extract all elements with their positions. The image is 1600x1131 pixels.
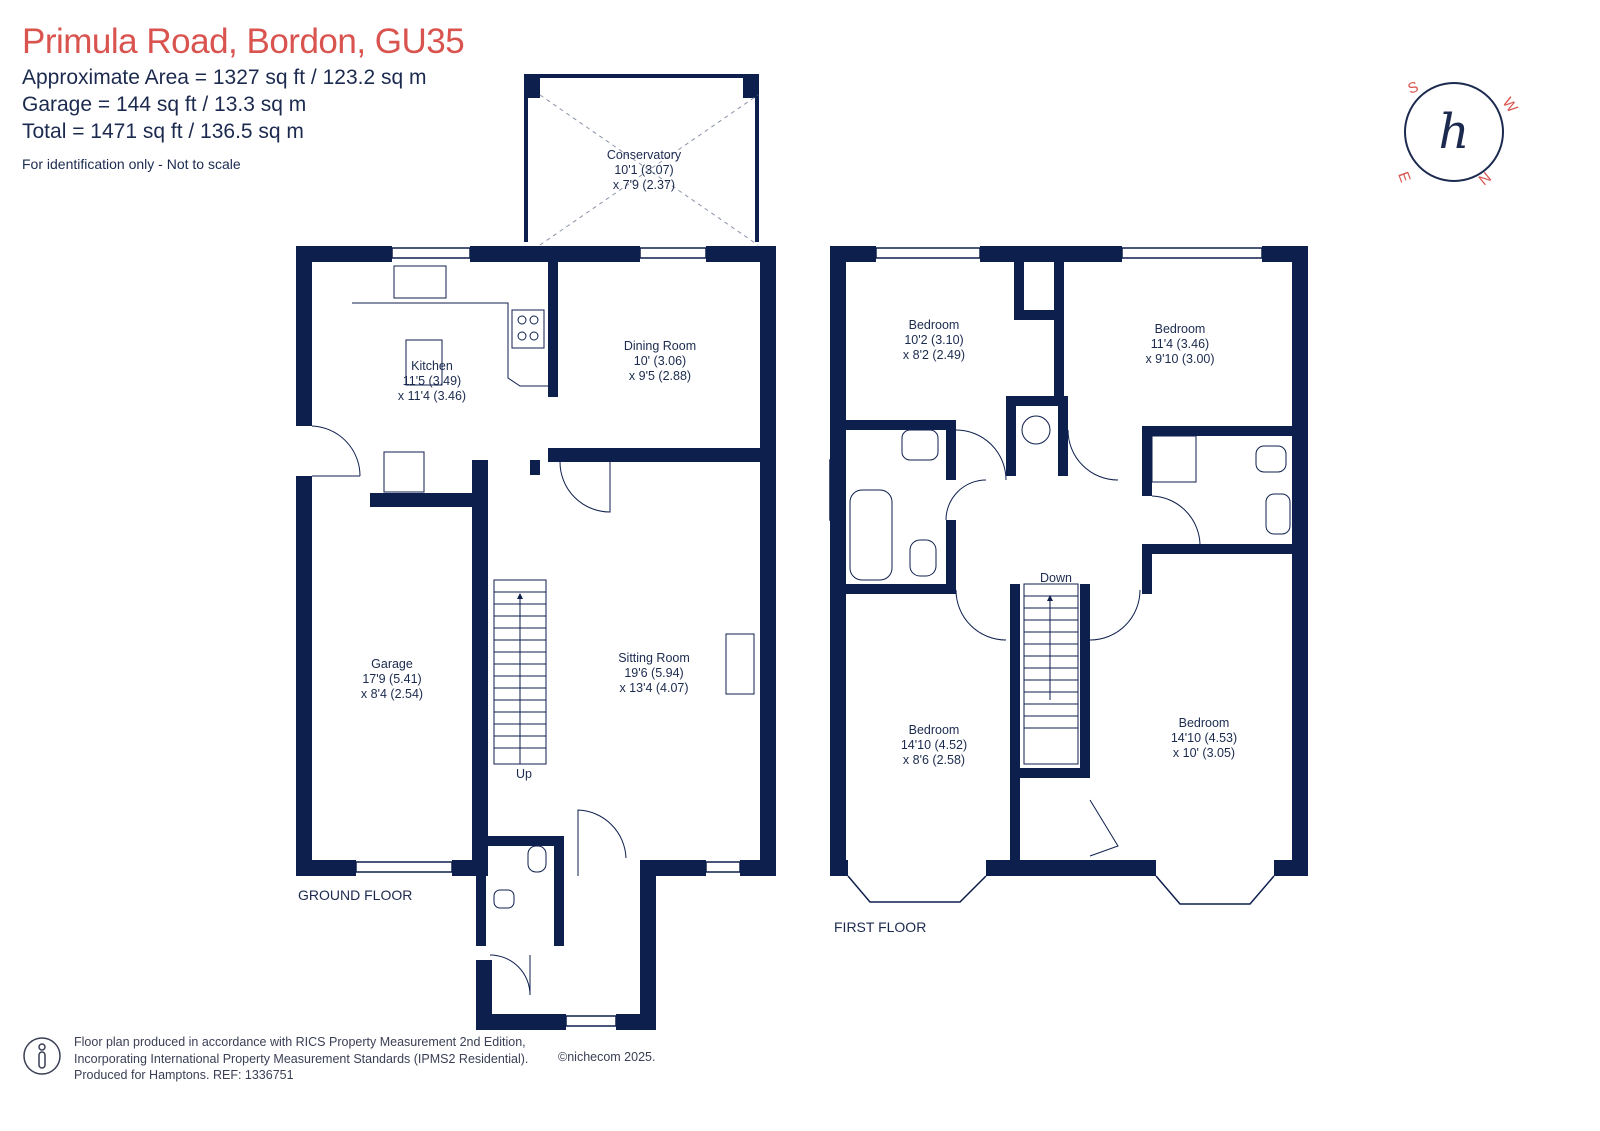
first-floor-walls (830, 246, 1308, 876)
person-info-icon (23, 1037, 61, 1075)
bedroom-ne-dim1: 11'4 (3.46) (1151, 337, 1209, 351)
footer-text: Floor plan produced in accordance with R… (74, 1034, 528, 1084)
conservatory-name: Conservatory (607, 148, 682, 162)
sitting-room-dim2: x 13'4 (4.07) (619, 681, 688, 695)
bedroom-se-name: Bedroom (1179, 716, 1230, 730)
kitchen-name: Kitchen (411, 359, 453, 373)
kitchen-fixtures (311, 265, 755, 996)
first-floor-label: FIRST FLOOR (834, 919, 926, 935)
dining-room-dim1: 10' (3.06) (634, 354, 686, 368)
dining-room-name: Dining Room (624, 339, 696, 353)
sitting-room-label: Sitting Room 19'6 (5.94) x 13'4 (4.07) (618, 651, 690, 695)
approx-area: Approximate Area = 1327 sq ft / 123.2 sq… (22, 66, 427, 89)
dining-room-label: Dining Room 10' (3.06) x 9'5 (2.88) (624, 339, 696, 383)
bedroom-nw-dim1: 10'2 (3.10) (904, 333, 963, 347)
copyright: ©nichecom 2025. (558, 1050, 656, 1064)
garage-dim2: x 8'4 (2.54) (361, 687, 423, 701)
bedroom-se-dim2: x 10' (3.05) (1173, 746, 1235, 760)
footer-line-1: Floor plan produced in accordance with R… (74, 1035, 526, 1049)
garage-label: Garage 17'9 (5.41) x 8'4 (2.54) (361, 657, 423, 701)
kitchen-dim2: x 11'4 (3.46) (398, 389, 466, 403)
bedroom-nw-label: Bedroom 10'2 (3.10) x 8'2 (2.49) (903, 318, 965, 362)
bedroom-se-label: Bedroom 14'10 (4.53) x 10' (3.05) (1171, 716, 1237, 760)
compass-logo: h S W N E (1394, 78, 1521, 189)
conservatory-label: Conservatory 10'1 (3.07) x 7'9 (2.37) (607, 148, 682, 192)
bedroom-sw-dim2: x 8'6 (2.58) (903, 753, 965, 767)
garage-area: Garage = 144 sq ft / 13.3 sq m (22, 93, 307, 116)
bedroom-nw-name: Bedroom (909, 318, 960, 332)
garage-name: Garage (371, 657, 413, 671)
page-title: Primula Road, Bordon, GU35 (22, 22, 465, 61)
scale-note: For identification only - Not to scale (22, 156, 241, 172)
bedroom-se-dim1: 14'10 (4.53) (1171, 731, 1237, 745)
sitting-room-name: Sitting Room (618, 651, 690, 665)
bedroom-ne-label: Bedroom 11'4 (3.46) x 9'10 (3.00) (1145, 322, 1214, 366)
stairs-down-label: Down (1040, 571, 1072, 585)
bedroom-nw-dim2: x 8'2 (2.49) (903, 348, 965, 362)
logo-letter-icon: h (1439, 104, 1470, 160)
sitting-room-dim1: 19'6 (5.94) (624, 666, 683, 680)
footer-line-3: Produced for Hamptons. REF: 1336751 (74, 1068, 294, 1082)
bedroom-sw-dim1: 14'10 (4.52) (901, 738, 967, 752)
garage-dim1: 17'9 (5.41) (362, 672, 421, 686)
conservatory-dim2: x 7'9 (2.37) (613, 178, 675, 192)
bedroom-sw-name: Bedroom (909, 723, 960, 737)
ground-stairs (493, 579, 547, 765)
total-area: Total = 1471 sq ft / 136.5 sq m (22, 120, 304, 143)
kitchen-dim1: 11'5 (3.49) (403, 374, 461, 388)
bedroom-sw-label: Bedroom 14'10 (4.52) x 8'6 (2.58) (901, 723, 967, 767)
footer-line-2: Incorporating International Property Mea… (74, 1051, 529, 1066)
dining-room-dim2: x 9'5 (2.88) (629, 369, 691, 383)
bedroom-ne-dim2: x 9'10 (3.00) (1145, 352, 1214, 366)
ground-floor-label: GROUND FLOOR (298, 887, 412, 903)
first-floor-fixtures (849, 415, 1291, 857)
conservatory-dim1: 10'1 (3.07) (614, 163, 673, 177)
stairs-up-label: Up (516, 767, 532, 781)
ground-floor-walls (296, 74, 776, 1030)
kitchen-label: Kitchen 11'5 (3.49) x 11'4 (3.46) (398, 359, 466, 403)
bedroom-ne-name: Bedroom (1155, 322, 1206, 336)
